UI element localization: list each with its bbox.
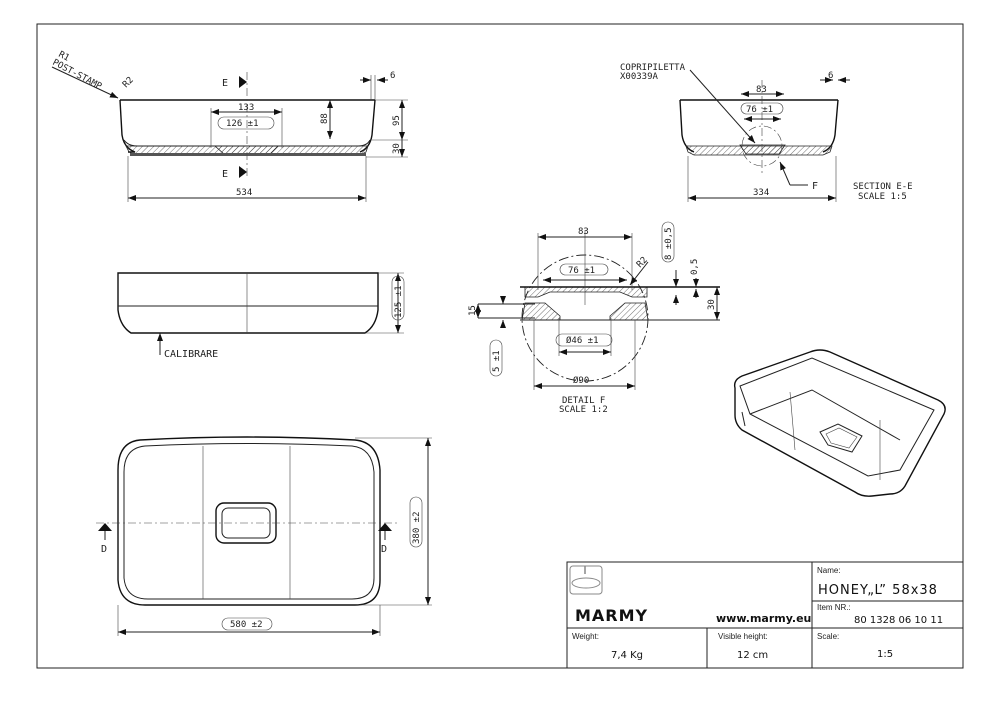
detail-f-scale: SCALE 1:2 bbox=[559, 405, 608, 415]
note-r2: R2 bbox=[121, 75, 136, 90]
ee-dim-wall-6: 6 bbox=[828, 71, 833, 81]
website: www.marmy.eu bbox=[716, 612, 811, 625]
section-e-e-view: 83 76 ±1 6 334 COPRIPILETTA X00339A F SE… bbox=[620, 63, 913, 202]
item-nr-label: Item NR.: bbox=[817, 603, 851, 612]
detail-dim-05: 0,5 bbox=[690, 259, 700, 275]
copripiletta-label: COPRIPILETTA bbox=[620, 63, 686, 73]
title-block: MARMY www.marmy.eu Name: HONEY„L” 58x38 … bbox=[566, 561, 964, 669]
detail-dim-30: 30 bbox=[707, 299, 717, 310]
dim-125: 125 ±1 bbox=[394, 285, 404, 318]
side-view: 125 ±1 CALIBRARE bbox=[117, 272, 405, 360]
ee-dim-83: 83 bbox=[756, 85, 767, 95]
detail-dim-46: Ø46 ±1 bbox=[566, 335, 599, 346]
section-mark-d-right: D bbox=[381, 544, 387, 555]
section-mark-d-left: D bbox=[101, 544, 107, 555]
marmy-logo-icon bbox=[569, 565, 603, 595]
weight-label: Weight: bbox=[572, 632, 599, 641]
dim-95: 95 bbox=[392, 115, 402, 126]
copripiletta-code: X00339A bbox=[620, 72, 659, 82]
dim-88: 88 bbox=[320, 113, 330, 124]
brand-name: MARMY bbox=[575, 606, 648, 625]
section-mark-e-top: E bbox=[222, 78, 228, 89]
ee-dim-76: 76 ±1 bbox=[746, 105, 773, 115]
dim-580: 580 ±2 bbox=[230, 620, 263, 630]
detail-dim-90: Ø90 bbox=[573, 375, 589, 386]
visible-height-value: 12 cm bbox=[737, 650, 768, 661]
dim-30: 30 bbox=[392, 143, 402, 154]
section-ee-title: SECTION E-E bbox=[853, 182, 913, 192]
detail-f-view: 83 76 ±1 R2 8 ±0,5 0,5 30 15 5 ±1 Ø46 ±1… bbox=[468, 221, 720, 415]
front-section-view: 133 126 ±1 88 95 30 6 534 E E R1 POST-ST… bbox=[51, 50, 408, 202]
detail-f-ref: F bbox=[812, 181, 818, 192]
dim-380: 380 ±2 bbox=[412, 511, 422, 544]
detail-dim-15: 15 bbox=[468, 305, 478, 316]
scale-value: 1:5 bbox=[877, 649, 893, 660]
detail-dim-83: 83 bbox=[578, 227, 589, 237]
visible-height-label: Visible height: bbox=[718, 632, 768, 641]
sheet-border bbox=[36, 23, 964, 669]
dim-534: 534 bbox=[236, 188, 252, 198]
weight-value: 7,4 Kg bbox=[611, 650, 643, 661]
detail-f-title: DETAIL F bbox=[562, 396, 605, 406]
detail-dim-76: 76 ±1 bbox=[568, 266, 595, 276]
item-nr-value: 80 1328 06 10 11 bbox=[854, 615, 943, 626]
isometric-view bbox=[733, 349, 946, 497]
section-mark-e-bottom: E bbox=[222, 169, 228, 180]
name-label: Name: bbox=[817, 566, 841, 575]
detail-dim-8: 8 ±0,5 bbox=[664, 227, 674, 260]
note-r1: R1 bbox=[57, 50, 71, 64]
dim-133: 133 bbox=[238, 103, 254, 113]
section-ee-scale: SCALE 1:5 bbox=[858, 192, 907, 202]
ee-dim-334: 334 bbox=[753, 188, 769, 198]
scale-label: Scale: bbox=[817, 632, 839, 641]
top-view: D D 580 ±2 380 ±2 bbox=[96, 436, 432, 636]
product-name: HONEY„L” 58x38 bbox=[818, 583, 938, 598]
dim-wall-6: 6 bbox=[390, 71, 395, 81]
detail-dim-5: 5 ±1 bbox=[492, 350, 502, 372]
calibrare-note: CALIBRARE bbox=[164, 349, 218, 360]
dim-126: 126 ±1 bbox=[226, 119, 259, 129]
